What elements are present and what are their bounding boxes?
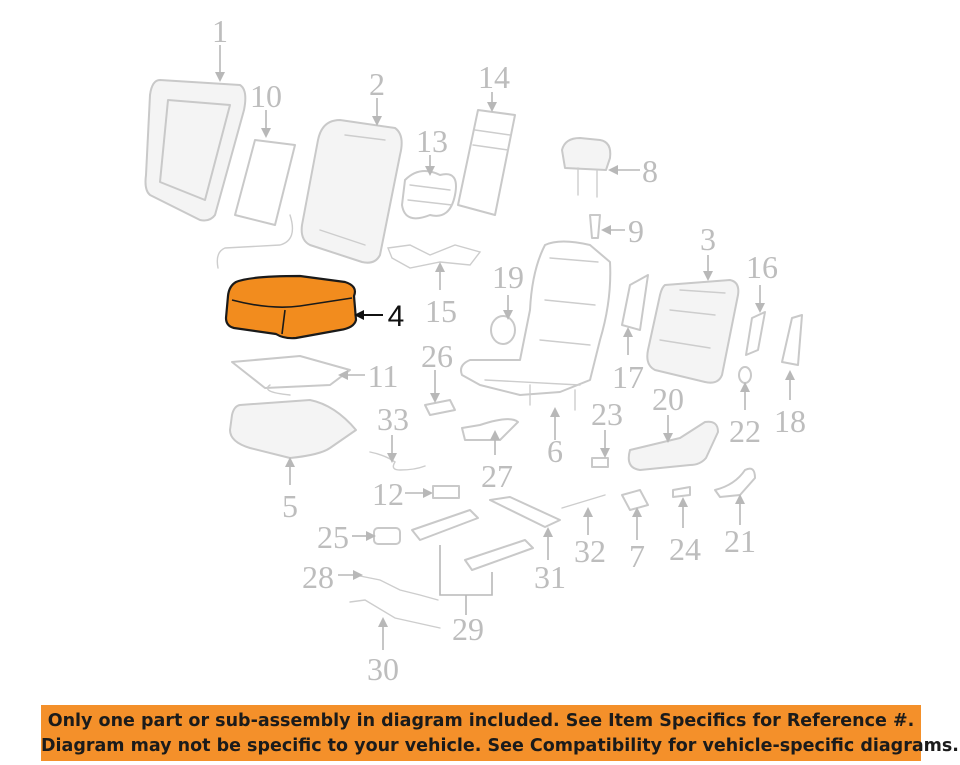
- part-33-harness: [369, 435, 426, 471]
- part-4-seat-cushion-pad[interactable]: [224, 274, 383, 340]
- callout-33: 33: [377, 401, 409, 437]
- callout-5: 5: [282, 488, 298, 524]
- callout-3: 3: [700, 221, 716, 257]
- part-32-rod: [561, 494, 606, 535]
- callout-18: 18: [774, 403, 806, 439]
- notice-banner: Only one part or sub-assembly in diagram…: [41, 705, 959, 761]
- part-18-trim: [781, 314, 803, 400]
- part-22-knob: [738, 366, 752, 410]
- part-16-trim: [745, 285, 766, 356]
- callout-29: 29: [452, 611, 484, 647]
- callout-28: 28: [302, 559, 334, 595]
- callout-20: 20: [652, 381, 684, 417]
- part-19-knob: [490, 295, 516, 345]
- part-3-rear-trim: [646, 255, 740, 384]
- callout-13: 13: [416, 123, 448, 159]
- parts-diagram: 1 2 3 4 5 6 7 8 9 10 11 12 13 14 15 16 1…: [144, 13, 806, 687]
- callout-6: 6: [547, 433, 563, 469]
- part-25-motor: [352, 527, 401, 545]
- part-11-heater: [231, 355, 365, 396]
- part-20-switch-housing: [627, 415, 719, 471]
- callout-32: 32: [574, 533, 606, 569]
- callout-10: 10: [250, 78, 282, 114]
- callout-11: 11: [368, 358, 399, 394]
- callout-27: 27: [481, 458, 513, 494]
- callout-17: 17: [612, 359, 644, 395]
- part-9-guide: [589, 214, 625, 239]
- callout-30: 30: [367, 651, 399, 687]
- part-28-cable: [338, 570, 439, 601]
- callout-22: 22: [729, 413, 761, 449]
- callout-24: 24: [669, 531, 701, 567]
- callout-31: 31: [534, 559, 566, 595]
- callout-1: 1: [212, 13, 228, 49]
- part-8-headrest: [561, 137, 640, 198]
- part-29-tracks: [411, 509, 534, 615]
- part-26-adjuster: [424, 370, 456, 416]
- part-12-connector: [405, 485, 460, 499]
- callout-25: 25: [317, 519, 349, 555]
- part-13-lumbar: [401, 155, 457, 220]
- part-24-cap: [672, 486, 691, 528]
- notice-line-2: Diagram may not be specific to your vehi…: [41, 736, 959, 756]
- part-17-side-trim: [621, 274, 649, 355]
- part-14-panel: [457, 92, 516, 216]
- callout-21: 21: [724, 523, 756, 559]
- callout-2: 2: [369, 66, 385, 102]
- part-23-clip: [591, 430, 610, 468]
- callout-4: 4: [388, 300, 405, 333]
- part-30-rod: [349, 599, 441, 650]
- part-31-bar: [489, 496, 561, 560]
- callout-23: 23: [591, 396, 623, 432]
- part-1-seatback-panel: [144, 45, 247, 222]
- part-7-actuator: [621, 489, 649, 540]
- part-6-seat-frame: [460, 240, 612, 440]
- callout-19: 19: [492, 259, 524, 295]
- callout-12: 12: [372, 476, 404, 512]
- callout-16: 16: [746, 249, 778, 285]
- part-5-seat-cushion: [229, 399, 357, 485]
- part-15-wire: [387, 244, 482, 290]
- part-10-pad: [216, 110, 296, 269]
- callout-9: 9: [628, 213, 644, 249]
- part-21-handle: [714, 467, 756, 525]
- callout-8: 8: [642, 153, 658, 189]
- part-2-back-cushion: [300, 98, 403, 264]
- callout-15: 15: [425, 293, 457, 329]
- callout-14: 14: [478, 59, 510, 95]
- callout-labels: 1 2 3 4 5 6 7 8 9 10 11 12 13 14 15 16 1…: [212, 13, 806, 687]
- notice-line-1: Only one part or sub-assembly in diagram…: [47, 711, 915, 731]
- part-27-cable: [461, 418, 519, 455]
- callout-26: 26: [421, 338, 453, 374]
- callout-7: 7: [629, 538, 645, 574]
